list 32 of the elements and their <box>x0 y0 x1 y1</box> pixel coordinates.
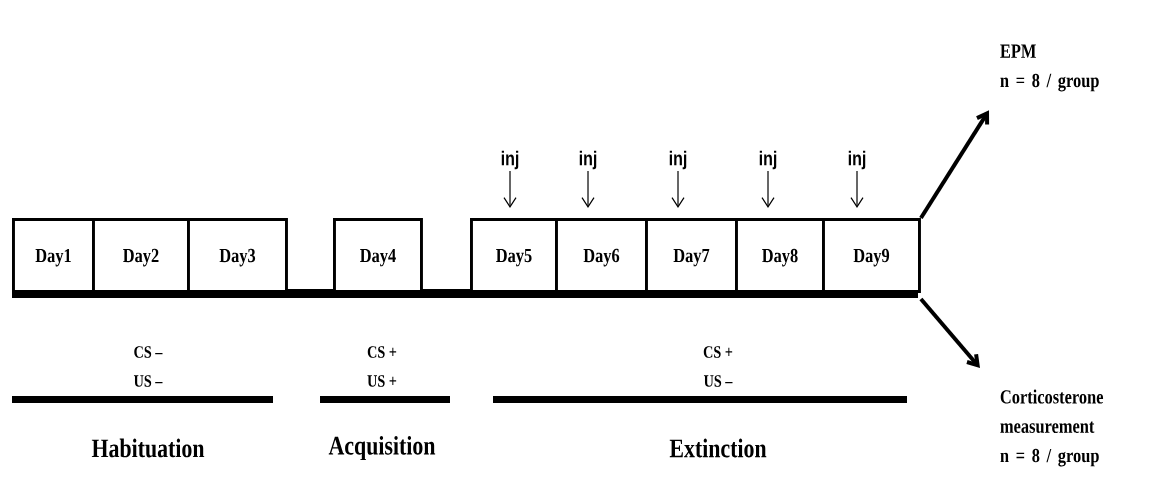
condition-label: CS + <box>703 346 733 358</box>
phase-label: Habituation <box>91 438 205 458</box>
injection-label: inj <box>501 150 519 170</box>
arrow <box>919 297 980 368</box>
outcome-text: Corticosterone measurement n = 8 / group <box>1000 389 1104 467</box>
arrow <box>671 170 685 208</box>
injection-label: inj <box>579 150 597 170</box>
phase-label: Acquisition <box>328 435 436 461</box>
condition-label: CS + <box>367 346 397 358</box>
day-box: Day7 <box>645 218 738 293</box>
condition-label: US – <box>703 375 733 387</box>
day-box: Day6 <box>555 218 648 293</box>
condition-label: US + <box>367 375 397 387</box>
arrow <box>850 170 864 208</box>
arrow <box>581 170 595 208</box>
arrow <box>503 170 517 208</box>
day-box: Day4 <box>333 218 423 293</box>
injection-label: inj <box>848 150 866 170</box>
day-box: Day9 <box>822 218 921 293</box>
day-box: Day5 <box>470 218 558 293</box>
arrow <box>919 110 990 220</box>
injection-label: inj <box>759 150 777 170</box>
day-box: Day2 <box>92 218 190 293</box>
phase-label: Extinction <box>669 438 767 458</box>
day-box: Day8 <box>735 218 825 293</box>
day-box: Day1 <box>12 218 95 293</box>
condition-label: CS – <box>134 346 163 358</box>
injection-label: inj <box>669 150 687 170</box>
arrow <box>761 170 775 208</box>
condition-label: US – <box>133 375 163 387</box>
day-box: Day3 <box>187 218 288 293</box>
outcome-text: EPM n = 8 / group <box>1000 44 1099 92</box>
